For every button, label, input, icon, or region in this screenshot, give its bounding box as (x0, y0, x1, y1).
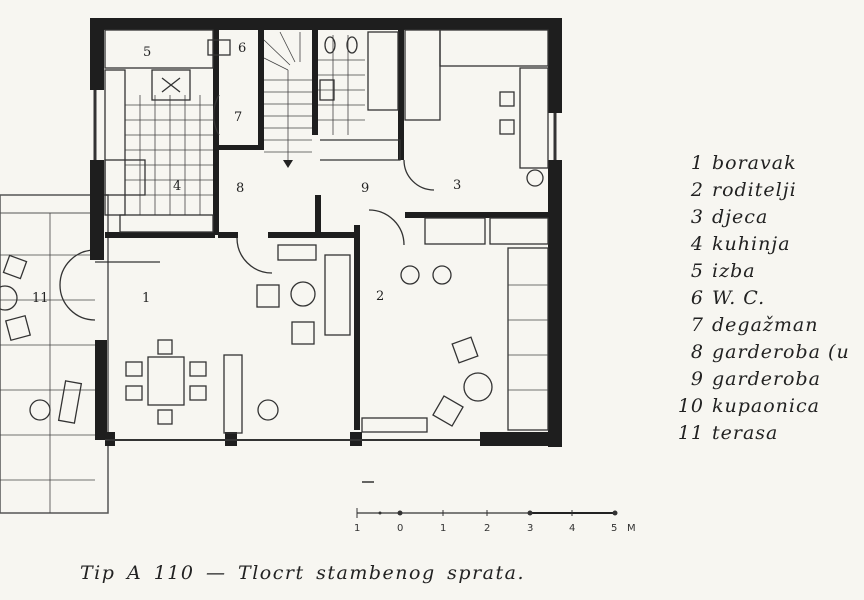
legend-number: 7 (690, 314, 704, 336)
legend-item: 10 kupaonica (676, 393, 850, 420)
legend-label: garderoba (712, 368, 821, 390)
legend-item: 4 kuhinja (676, 231, 850, 258)
legend-number: 2 (690, 179, 704, 201)
legend-item: 3 djeca (676, 204, 850, 231)
terrace (0, 194, 109, 514)
legend-item: 5 izba (676, 258, 850, 285)
scale-tick-label: 4 (569, 523, 575, 534)
room-label-1: 1 (142, 291, 150, 306)
legend-item: 7 degažman (676, 312, 850, 339)
scale-tick-label: 0 (397, 523, 403, 534)
legend-item: 6 W. C. (676, 285, 850, 312)
legend-item: 8 garderoba (u (676, 339, 850, 366)
scale-tick-label: 3 (527, 523, 533, 534)
legend-number: 6 (690, 287, 704, 309)
legend-label: terasa (712, 422, 779, 444)
room-label-3: 3 (453, 178, 461, 193)
bedroom-2-furniture (361, 247, 549, 433)
room-3-furniture (368, 29, 549, 246)
legend-number: 3 (690, 206, 704, 228)
interior-walls (105, 30, 550, 430)
figure-caption: Tip A 110 — Tlocrt stambenog sprata. (80, 562, 525, 584)
living-furniture (95, 237, 351, 434)
legend-label: roditelji (712, 179, 797, 201)
legend-label: djeca (712, 206, 769, 228)
legend-number: 8 (690, 341, 704, 363)
legend-item: 1 boravak (676, 150, 850, 177)
room-label-4: 4 (173, 179, 181, 194)
scale-bar: 1 0 1 2 3 4 5 M (354, 508, 636, 534)
legend-number: 5 (690, 260, 704, 282)
room-legend: 1 boravak 2 roditelji 3 djeca 4 kuhinja 5 izba 6 W.… (676, 150, 850, 447)
scale-tick-label: 1 (440, 523, 446, 534)
legend-label: W. C. (712, 287, 766, 309)
room-label-2: 2 (376, 289, 384, 304)
bathroom (207, 31, 401, 161)
outer-walls (90, 18, 562, 447)
scale-tick-label: 1 (354, 523, 360, 534)
kitchen (104, 29, 214, 233)
stairs (263, 31, 312, 168)
legend-number: 4 (690, 233, 704, 255)
room-label-9: 9 (361, 181, 369, 196)
legend-number: 1 (690, 152, 704, 174)
legend-item: 9 garderoba (676, 366, 850, 393)
legend-label: boravak (712, 152, 797, 174)
legend-label: kuhinja (712, 233, 791, 255)
room-label-8: 8 (236, 181, 244, 196)
room-labels: 5 6 7 4 8 9 3 1 2 11 (32, 41, 461, 306)
room-label-7: 7 (234, 110, 242, 125)
legend-label: degažman (712, 314, 819, 336)
legend-number: 10 (677, 395, 704, 417)
scale-tick-label: 5 (611, 523, 617, 534)
room-label-5: 5 (143, 45, 151, 60)
legend-number: 9 (690, 368, 704, 390)
legend-label: garderoba (u (712, 341, 850, 363)
legend-label: kupaonica (712, 395, 820, 417)
legend-item: 2 roditelji (676, 177, 850, 204)
scale-unit: M (627, 523, 636, 534)
scale-tick-label: 2 (484, 523, 490, 534)
legend-item: 11 terasa (676, 420, 850, 447)
legend-number: 11 (677, 422, 704, 444)
legend-label: izba (712, 260, 756, 282)
room-label-11: 11 (32, 291, 49, 306)
room-label-6: 6 (238, 41, 246, 56)
